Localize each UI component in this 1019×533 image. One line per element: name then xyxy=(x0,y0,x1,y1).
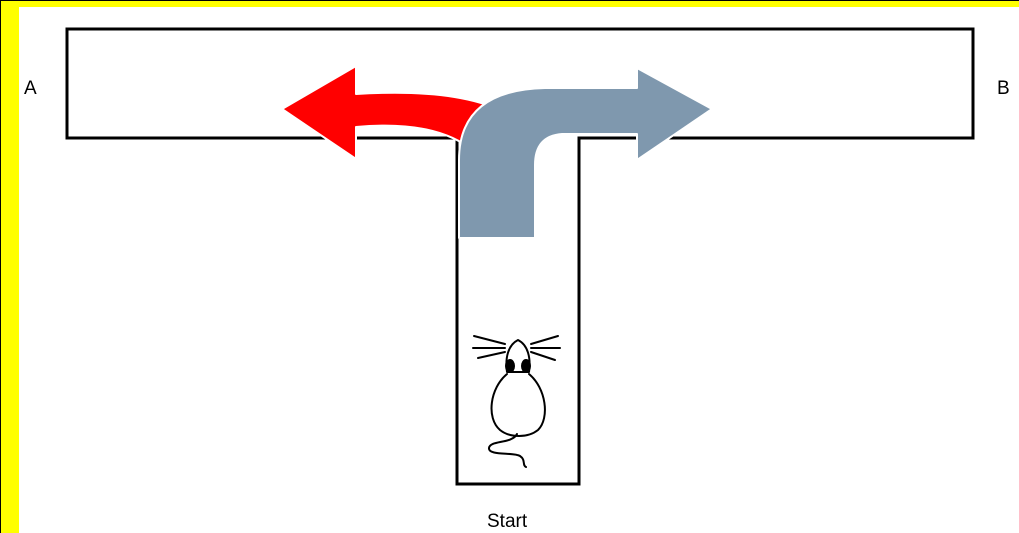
label-arm-b: B xyxy=(997,78,1010,99)
label-arm-a: A xyxy=(24,78,37,99)
label-start: Start xyxy=(487,511,528,532)
